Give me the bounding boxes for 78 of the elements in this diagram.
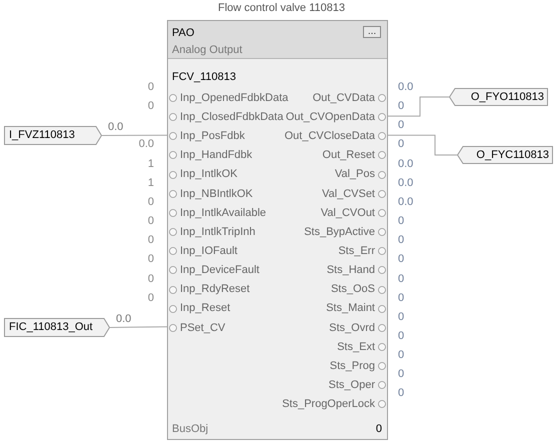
pin-value: 0 bbox=[148, 101, 154, 112]
pin-label: Sts_Hand bbox=[326, 263, 375, 278]
pin-label: Inp_IntlkAvailable bbox=[180, 206, 266, 221]
pin-label: Inp_DeviceFault bbox=[180, 263, 260, 278]
pin-label: Sts_Err bbox=[338, 244, 375, 259]
pin-label: Inp_NBIntlkOK bbox=[180, 186, 253, 202]
pin-value: 1 bbox=[148, 158, 154, 170]
edge-label: 0.0 bbox=[108, 122, 124, 132]
pin-label: Out_CVOpenData bbox=[286, 110, 375, 125]
pin-value: 0.0 bbox=[398, 196, 414, 208]
pin-label: PSet_CV bbox=[180, 320, 226, 336]
tag-name: O_FYO110813 bbox=[470, 90, 545, 105]
block-type: PAO bbox=[172, 26, 194, 41]
pin-value: 0 bbox=[148, 292, 154, 304]
pin-value: 0 bbox=[148, 196, 154, 208]
more-button: ... bbox=[363, 26, 381, 38]
output-reference-tag bbox=[449, 88, 548, 106]
pin-label: Sts_Ovrd bbox=[329, 320, 375, 336]
pin-value: 0 bbox=[148, 82, 154, 93]
pin-value: 0 bbox=[148, 254, 154, 266]
diagram-title: Flow control valve 110813 bbox=[218, 1, 345, 16]
pin-value: 0.0 bbox=[398, 82, 414, 93]
pin-value: 1 bbox=[148, 178, 154, 189]
pin-label: Out_Reset bbox=[322, 148, 375, 164]
output-reference-tag bbox=[457, 146, 553, 164]
pin-value: 0 bbox=[148, 274, 154, 284]
pin-value: 0 bbox=[398, 101, 404, 112]
pin-value: 0 bbox=[398, 292, 404, 304]
pin-label: BusObj bbox=[172, 422, 208, 436]
pin-label: Sts_Ext bbox=[337, 340, 375, 355]
pin-label: Inp_IOFault bbox=[180, 244, 238, 259]
pin-label: Sts_Prog bbox=[330, 358, 375, 374]
pin-label: Val_CVSet bbox=[322, 186, 375, 202]
pin-value: 0.0 bbox=[398, 178, 414, 189]
pin-value: 0 bbox=[376, 422, 382, 436]
pin-label: Sts_ProgOperLock bbox=[282, 397, 375, 412]
tag-name: I_FVZ110813 bbox=[8, 128, 75, 144]
pin-value: 0 bbox=[398, 369, 404, 380]
pin-label: Inp_OpenedFdbkData bbox=[180, 90, 288, 106]
pin-value: 0 bbox=[398, 350, 404, 362]
tag-name: O_FYC110813 bbox=[476, 148, 550, 163]
pin-label: Inp_Reset bbox=[180, 301, 230, 316]
pin-value: 0 bbox=[398, 235, 404, 246]
pin-value: 0 bbox=[398, 388, 404, 400]
pin-label: Inp_IntlkOK bbox=[180, 167, 238, 182]
pin-label: Sts_BypActive bbox=[304, 224, 375, 240]
pin-value: 0 bbox=[148, 235, 154, 246]
connector-line bbox=[102, 134, 170, 136]
pin-label: Sts_Maint bbox=[326, 301, 375, 316]
pin-label: Inp_PosFdbk bbox=[180, 129, 245, 144]
pin-value: 0 bbox=[398, 254, 404, 266]
pin-value: 0 bbox=[398, 274, 404, 284]
pin-label: Sts_Oper bbox=[328, 378, 375, 393]
function-block bbox=[167, 20, 388, 440]
pin-value: 0 bbox=[398, 216, 404, 228]
edge-label: 0.0 bbox=[116, 314, 132, 324]
block-instance-name: FCV_110813 bbox=[172, 70, 236, 85]
tag-name: FIC_110813_Out bbox=[8, 320, 93, 336]
pin-label: Out_CVCloseData bbox=[284, 129, 375, 144]
input-reference-tag bbox=[4, 126, 102, 145]
pin-label: Out_CVData bbox=[312, 90, 375, 106]
input-reference-tag bbox=[4, 318, 110, 337]
pin-value: 0.0 bbox=[138, 139, 154, 150]
pin-label: Inp_RdyReset bbox=[180, 282, 250, 298]
connector-line bbox=[110, 326, 170, 328]
pin-label: Inp_ClosedFdbkData bbox=[180, 110, 284, 125]
block-description: Analog Output bbox=[172, 43, 242, 58]
pin-value: 0 bbox=[398, 330, 404, 342]
pin-value: 0 bbox=[398, 120, 404, 132]
pin-label: Inp_HandFdbk bbox=[180, 148, 252, 164]
pin-value: 0.0 bbox=[398, 158, 414, 170]
pin-value: 0 bbox=[398, 312, 404, 323]
pin-label: Val_Pos bbox=[334, 167, 375, 182]
pin-value: 0 bbox=[148, 216, 154, 228]
pin-label: Sts_OoS bbox=[330, 282, 375, 298]
pin-label: Inp_IntlkTripInh bbox=[180, 224, 256, 240]
pin-label: Val_CVOut bbox=[320, 206, 375, 221]
pin-value: 0 bbox=[398, 139, 404, 150]
